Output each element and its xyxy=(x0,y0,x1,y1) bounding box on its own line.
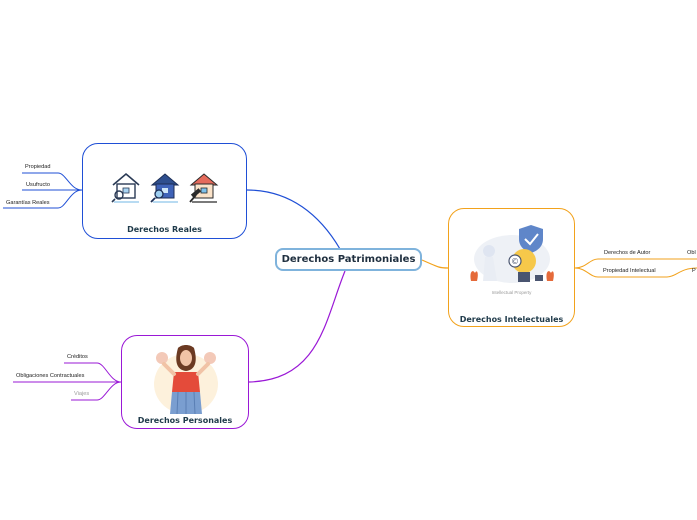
connector-intel-propiedad xyxy=(574,267,599,278)
leaf-usufructo[interactable]: Usufructo xyxy=(26,182,50,188)
connector-reales xyxy=(246,189,341,250)
topic-derechos-reales[interactable]: Derechos Reales xyxy=(82,143,247,239)
topic-title: Derechos Intelectuales xyxy=(459,315,564,324)
leaf-derechos-de-autor[interactable]: Derechos de Autor xyxy=(604,250,651,256)
woman-icon xyxy=(154,345,218,414)
house-gavel-icon xyxy=(189,173,219,203)
connector-personales-viajes xyxy=(96,381,122,401)
leaf-propiedad[interactable]: Propiedad xyxy=(25,164,51,170)
connector-intelectuales xyxy=(421,259,449,269)
central-topic-label: Derechos Patrimoniales xyxy=(281,254,416,265)
connector-personales xyxy=(248,270,346,383)
connector-propiedad-sub xyxy=(666,267,697,278)
connector-personales-creditos xyxy=(96,362,122,383)
leaf-truncated-p[interactable]: P xyxy=(692,268,696,274)
house-search-icon xyxy=(111,172,140,203)
leaf-obligaciones-contractuales[interactable]: Obligaciones Contractuales xyxy=(16,373,85,379)
topic-title: Derechos Reales xyxy=(127,225,202,234)
svg-text:©: © xyxy=(511,257,519,266)
topic-derechos-personales[interactable]: Derechos Personales xyxy=(121,335,249,429)
connector-reales-propiedad xyxy=(57,172,83,191)
leaf-viajes[interactable]: Viajes xyxy=(74,391,90,397)
leaf-garantias-reales[interactable]: Garantías Reales xyxy=(6,200,50,206)
leaf-creditos[interactable]: Créditos xyxy=(67,354,88,360)
connector-reales-garantias xyxy=(57,189,83,209)
lightbulb-shield-icon: © xyxy=(470,225,554,283)
leaf-propiedad-intelectual[interactable]: Propiedad Intelectual xyxy=(603,268,656,274)
central-topic[interactable]: Derechos Patrimoniales xyxy=(275,248,422,271)
topic-title: Derechos Personales xyxy=(137,416,233,425)
image-caption: Intellectual Property xyxy=(491,290,532,295)
connector-intel-autor xyxy=(574,258,599,269)
leaf-truncated-obl[interactable]: Obl xyxy=(687,250,696,256)
topic-derechos-intelectuales[interactable]: © Intellectual Property Derechos Intelec… xyxy=(448,208,575,327)
house-search-icon xyxy=(150,173,180,203)
